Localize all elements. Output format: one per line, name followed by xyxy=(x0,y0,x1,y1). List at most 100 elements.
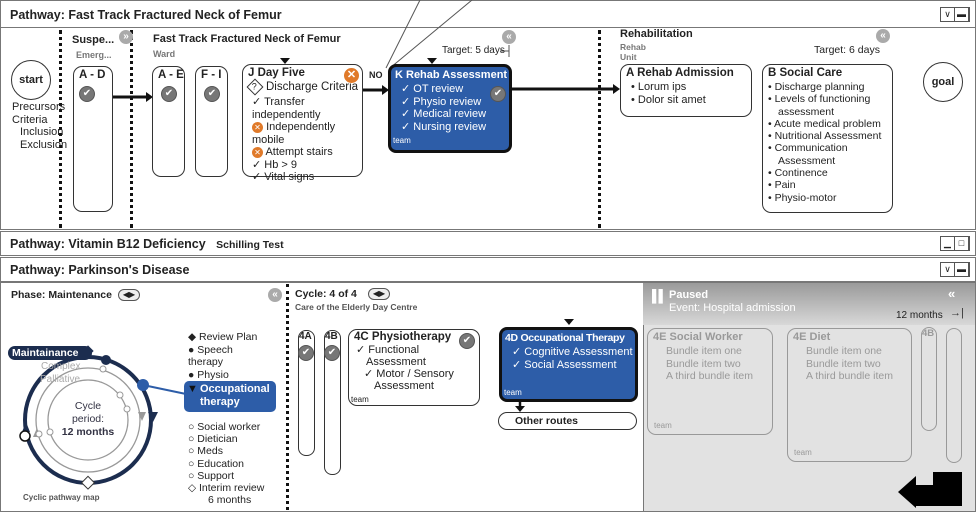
criteria-list: Precursors Criteria Inclusion Exclusion xyxy=(12,101,67,151)
collapse-icon[interactable]: « xyxy=(876,29,890,43)
pause-icon[interactable]: ▌▌ xyxy=(652,289,667,303)
bundle-rehab-admission[interactable]: A Rehab Admission • Lorum ips• Dolor sit… xyxy=(620,64,752,117)
paused-event: Event: Hospital admission xyxy=(669,302,796,314)
list-item[interactable]: ◆ Review Plan xyxy=(188,331,258,343)
list-item[interactable]: ◇ Interim review xyxy=(188,482,265,495)
stage-title: Fast Track Fractured Neck of Femur xyxy=(153,33,341,45)
bundle-a-d[interactable]: A - D ✔ xyxy=(73,66,113,212)
active-activity[interactable]: ▼Occupational therapy xyxy=(184,381,276,412)
paused-card-4b[interactable]: 4B xyxy=(921,327,937,431)
minimize-icon[interactable]: ▬ xyxy=(955,263,969,276)
list-item[interactable]: ○ Meds xyxy=(188,445,223,458)
bundle-f-i[interactable]: F - I ✔ xyxy=(195,66,228,177)
check-icon: ✓ xyxy=(252,171,262,183)
ring-label-complex[interactable]: Complex xyxy=(41,361,81,372)
criteria-item[interactable]: Inclusion xyxy=(20,126,64,138)
stage-title: Suspe... xyxy=(72,34,115,46)
window-controls[interactable]: ▁□ xyxy=(940,236,970,251)
bundle-title: A Rehab Admission xyxy=(626,67,734,79)
phase-activity-list: ○ Social worker ○ Dietician ○ Meds ○ Edu… xyxy=(188,421,278,506)
check-icon: ✔ xyxy=(298,345,314,361)
phase-activity-list: ◆ Review Plan ● Speech therapy ● Physio xyxy=(188,331,263,381)
stage-divider xyxy=(130,30,133,228)
map-caption: Cyclic pathway map xyxy=(23,493,100,502)
collapse-icon[interactable]: « xyxy=(948,286,956,301)
check-icon: ✔ xyxy=(204,86,220,102)
criterion: ✓ Hb > 9 xyxy=(252,158,297,171)
collapse-icon[interactable]: ∨ xyxy=(941,263,955,276)
bundle-title: F - I xyxy=(201,69,222,81)
maximize-icon[interactable]: □ xyxy=(955,237,969,250)
stage-location: Emerg... xyxy=(76,50,112,60)
decision-icon: ? xyxy=(246,78,264,96)
fail-icon: ✕ xyxy=(252,146,263,158)
failed-icon: ✕ xyxy=(344,68,359,83)
list-item[interactable]: ● Physio xyxy=(188,368,229,381)
criteria-item[interactable]: Exclusion xyxy=(20,138,68,151)
list-item[interactable]: ○ Support xyxy=(188,469,235,482)
bundle-title: 4C Physiotherapy xyxy=(354,331,452,343)
bundle-title: K Rehab Assessment xyxy=(395,69,508,81)
task: ✓ Medical review xyxy=(401,108,487,120)
criterion: ✓ Vital signs xyxy=(252,171,315,183)
cycle-label: Cycle: 4 of 4 xyxy=(295,288,357,300)
criterion: ✕ Independently mobile xyxy=(252,121,336,146)
bundle-title: A - D xyxy=(79,69,106,81)
cycle-location: Care of the Elderly Day Centre xyxy=(295,302,418,312)
list-item[interactable]: ○ Social worker xyxy=(188,421,261,433)
paused-card[interactable] xyxy=(946,328,962,463)
window-controls[interactable]: ∨▬ xyxy=(940,7,970,22)
check-icon: ✔ xyxy=(79,86,95,102)
bundle-a-e[interactable]: A - E✔ xyxy=(152,66,185,177)
criteria-item[interactable]: Precursors xyxy=(12,101,66,113)
list-item[interactable]: ● Speech therapy xyxy=(188,343,233,369)
bundle-title: J Day Five xyxy=(248,67,305,79)
bundle-4d-occupational-therapy[interactable]: 4D Occupational Therapy ✓ Cognitive Asse… xyxy=(499,327,638,402)
check-icon: ✔ xyxy=(459,333,475,349)
list-item-note: 6 months xyxy=(208,494,252,507)
stage-divider xyxy=(598,30,601,228)
goal-label: goal xyxy=(931,76,955,88)
window-controls[interactable]: ∨▬ xyxy=(940,262,970,277)
minimize-icon[interactable]: ▬ xyxy=(955,8,969,21)
decision-label: Discharge Criteria xyxy=(266,81,359,93)
bundle-4b[interactable]: 4B✔ xyxy=(324,330,341,475)
paused-header xyxy=(643,283,975,325)
paused-duration: 12 months xyxy=(896,310,943,321)
start-node[interactable]: start xyxy=(11,60,51,100)
criteria-item[interactable]: Criteria xyxy=(12,113,48,126)
minimize-icon[interactable]: ▁ xyxy=(941,237,955,250)
other-routes-button[interactable]: Other routes xyxy=(498,412,637,430)
pathway-parkinsons-header[interactable]: Pathway: Parkinson's Disease xyxy=(0,257,976,282)
pathway-b12-header[interactable]: Pathway: Vitamin B12 Deficiency Schillin… xyxy=(0,231,976,256)
ring-label-palliative[interactable]: Palliative xyxy=(40,374,81,385)
collapse-icon[interactable]: « xyxy=(502,30,516,44)
list-item[interactable]: ○ Education xyxy=(188,457,244,470)
list-item[interactable]: ○ Dietician xyxy=(188,433,238,446)
caret-icon: ▼ xyxy=(187,383,198,395)
check-icon: ✔ xyxy=(490,86,506,102)
phase-toggle[interactable]: ◀▶ xyxy=(118,289,140,301)
return-arrow-icon[interactable] xyxy=(898,472,964,508)
pathway-subtitle: Schilling Test xyxy=(216,239,284,251)
bundle-social-care[interactable]: B Social Care • Discharge planning • Lev… xyxy=(762,64,893,213)
cycle-toggle[interactable]: ◀▶ xyxy=(368,288,390,300)
collapse-icon[interactable]: ∨ xyxy=(941,8,955,21)
flow-arrows xyxy=(515,402,525,412)
start-label: start xyxy=(19,74,43,86)
bundle-4a[interactable]: 4A✔ xyxy=(298,330,315,456)
entry-marker xyxy=(564,319,574,325)
collapse-icon[interactable]: « xyxy=(268,288,282,302)
check-icon: ✔ xyxy=(324,345,340,361)
bundle-4c-physiotherapy[interactable]: 4C Physiotherapy ✔ ✓ Functional Assessme… xyxy=(348,329,480,406)
ring-label-maintenance[interactable]: Maintainance xyxy=(8,346,92,360)
expand-icon[interactable]: » xyxy=(119,30,133,44)
pathway-femur-header[interactable]: Pathway: Fast Track Fractured Neck of Fe… xyxy=(0,0,976,28)
goal-node[interactable]: goal xyxy=(923,62,963,102)
bundle-rehab-assessment[interactable]: K Rehab Assessment ✔ ✓ OT review ✓ Physi… xyxy=(388,64,512,153)
bundle-day-five[interactable]: J Day Five ✕ ?Discharge Criteria ✓ Trans… xyxy=(242,64,363,183)
